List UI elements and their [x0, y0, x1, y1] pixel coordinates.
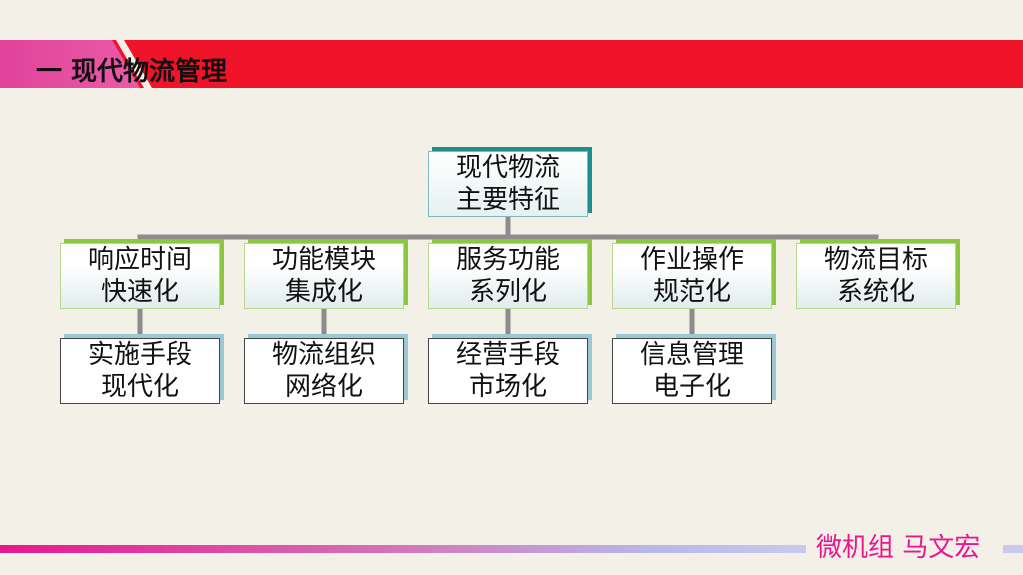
- box-text-line-2: 市场化: [468, 372, 547, 402]
- header-band-stripe: [116, 40, 152, 88]
- box-text-line-2: 电子化: [652, 372, 731, 402]
- detail-box-1: 实施手段现代化: [60, 338, 220, 404]
- box-text-line-1: 现代物流: [455, 153, 560, 183]
- box-text-line-2: 系统化: [836, 277, 915, 307]
- box-text-line-1: 经营手段: [455, 340, 560, 370]
- box-text-line-1: 作业操作: [639, 245, 744, 275]
- box-text-line-1: 服务功能: [455, 245, 560, 275]
- box-text-line-2: 主要特征: [455, 185, 560, 215]
- box-text-line-1: 信息管理: [639, 340, 744, 370]
- box-text-line-1: 功能模块: [271, 245, 376, 275]
- box-text-line-2: 网络化: [284, 372, 363, 402]
- box-text-line-1: 物流目标: [823, 245, 928, 275]
- box-text-line-2: 系列化: [468, 277, 547, 307]
- header-band-pink: [0, 40, 140, 88]
- feature-box-4: 作业操作规范化: [612, 243, 772, 309]
- detail-box-4: 信息管理电子化: [612, 338, 772, 404]
- detail-box-2: 物流组织网络化: [244, 338, 404, 404]
- feature-box-5: 物流目标系统化: [796, 243, 956, 309]
- box-text-line-2: 集成化: [284, 277, 363, 307]
- page-title: 一 现代物流管理: [36, 57, 228, 87]
- box-text-line-2: 规范化: [652, 277, 731, 307]
- detail-box-3: 经营手段市场化: [428, 338, 588, 404]
- header-band: [0, 40, 1023, 88]
- feature-box-3: 服务功能系列化: [428, 243, 588, 309]
- diagram-root-box: 现代物流主要特征: [428, 151, 588, 217]
- box-text-line-2: 快速化: [100, 277, 179, 307]
- bottom-band-bar: [0, 545, 806, 553]
- box-text-line-2: 现代化: [100, 372, 179, 402]
- box-text-line-1: 实施手段: [87, 340, 192, 370]
- bottom-band-tail: [1003, 545, 1023, 553]
- feature-box-1: 响应时间快速化: [60, 243, 220, 309]
- footer-author: 微机组 马文宏: [816, 533, 981, 563]
- bottom-band: [0, 545, 1023, 553]
- box-text-line-1: 响应时间: [87, 245, 192, 275]
- feature-box-2: 功能模块集成化: [244, 243, 404, 309]
- box-text-line-1: 物流组织: [271, 340, 376, 370]
- header-band-red: [0, 40, 1023, 88]
